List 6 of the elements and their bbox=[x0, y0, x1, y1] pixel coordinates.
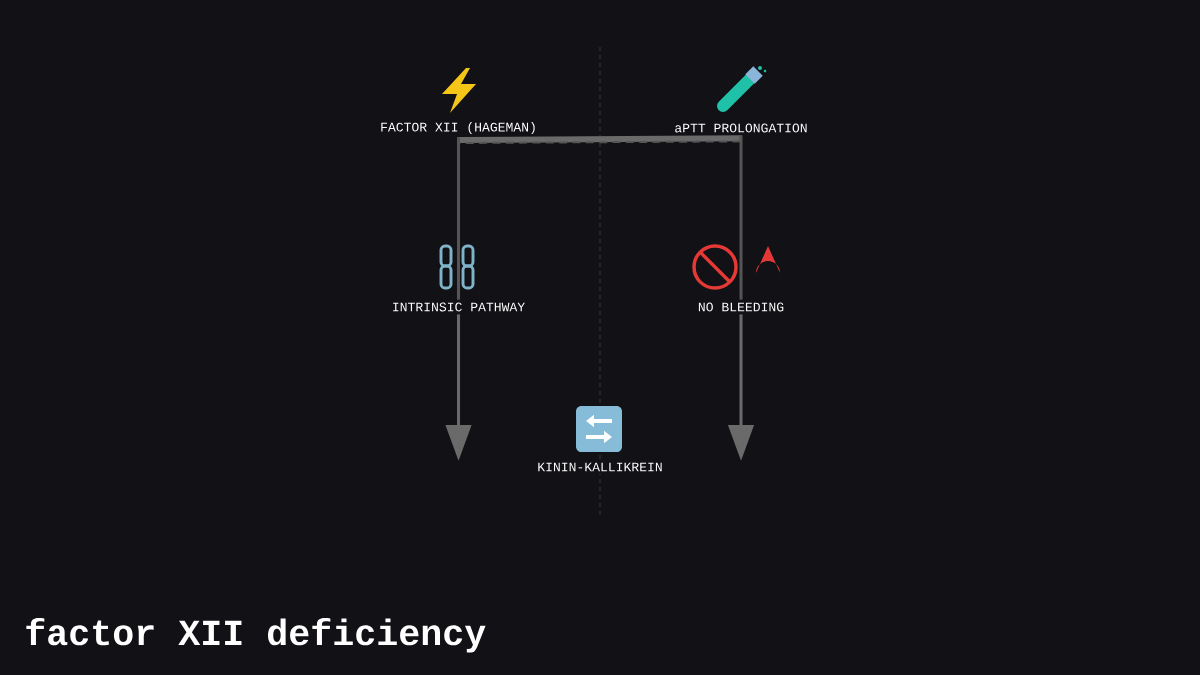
connector-line bbox=[457, 134, 742, 145]
node-label: KININ-KALLIKREIN bbox=[534, 460, 666, 474]
connector-line bbox=[456, 137, 461, 300]
connector-line bbox=[739, 135, 743, 300]
title: factor XII deficiency bbox=[26, 617, 486, 653]
node-label: FACTOR XII (HAGEMAN) bbox=[377, 119, 540, 137]
